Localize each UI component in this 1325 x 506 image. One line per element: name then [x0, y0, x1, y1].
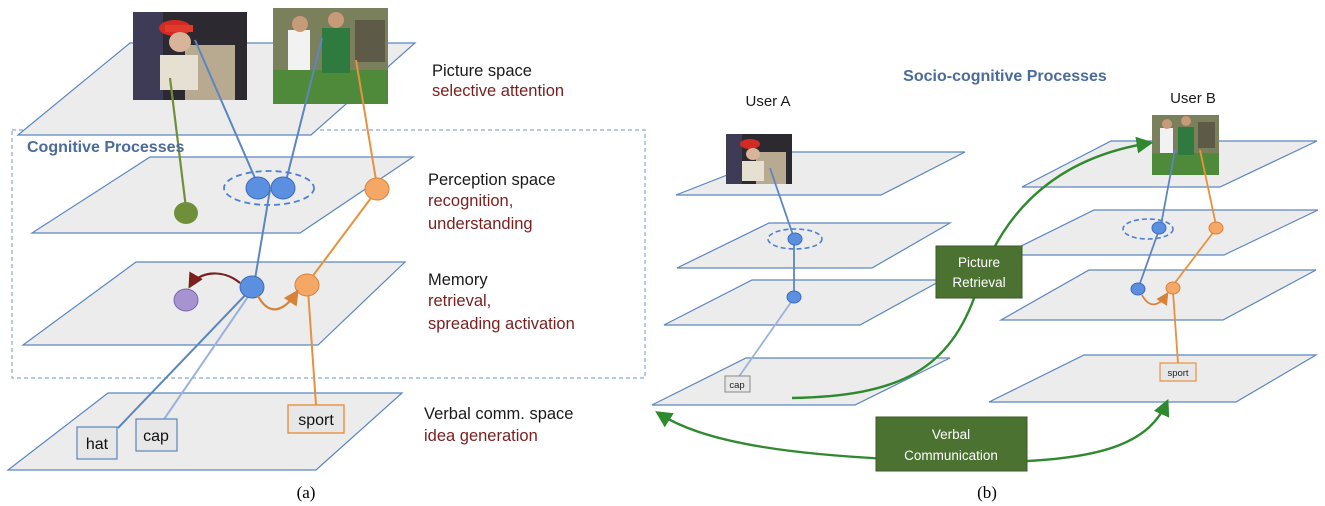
user-b-memory-blue-node [1130, 282, 1146, 296]
photo-girls-sport-icon [273, 8, 388, 104]
user-b-link-2 [1199, 149, 1217, 226]
blue-link-2 [284, 37, 323, 186]
cap-word-box [135, 418, 178, 452]
memory-label: Memory [428, 271, 488, 289]
perception-space-plane [29, 156, 415, 234]
panel-a: hat cap sport Cognitive Processes Pictur… [6, 8, 646, 502]
orange-link-sport [307, 289, 317, 406]
hat-word: hat [86, 436, 109, 453]
perception-group-ellipse [223, 170, 315, 206]
photo-boy-red-cap-icon [133, 12, 247, 100]
sport-word: sport [298, 412, 334, 429]
user-a-memory-plane [663, 279, 943, 326]
user-b-memory-plane [998, 269, 1317, 321]
blue-node-1 [245, 176, 271, 200]
picture-retrieval-line1: Picture [958, 255, 1000, 270]
user-a-perception-ellipse [767, 228, 823, 250]
user-b-perception-node [1151, 221, 1167, 235]
cognitive-processes-box [11, 129, 646, 379]
caption-a: (a) [297, 483, 316, 502]
hat-word-box [76, 426, 118, 460]
user-b-label: User B [1170, 90, 1216, 107]
user-b-memory-orange-node [1165, 281, 1181, 295]
orange-node-memory [294, 273, 320, 297]
verbal-space-label: Verbal comm. space [424, 405, 573, 423]
retrieval-label: retrieval, [428, 292, 491, 310]
user-b-photo-icon [1152, 115, 1219, 175]
sport-word-box [287, 404, 345, 434]
user-a-word-box [724, 375, 751, 393]
selective-attention-label: selective attention [432, 82, 564, 100]
spreading-activation-label: spreading activation [428, 315, 575, 333]
caption-b: (b) [977, 483, 997, 502]
socio-cognitive-title: Socio-cognitive Processes [903, 68, 1107, 85]
user-b-spreading-arrow [1141, 291, 1169, 306]
spreading-activation-arrow [257, 289, 299, 311]
user-a-label: User A [745, 93, 790, 110]
verbal-communication-line2: Communication [904, 448, 998, 463]
panel-b: cap sport Picture Retrieval Verbal Commu… [651, 68, 1319, 502]
idea-generation-label: idea generation [424, 427, 538, 445]
picture-retrieval-box [935, 245, 1023, 299]
cap-word: cap [143, 428, 169, 445]
user-b-perception-orange-node [1208, 221, 1224, 235]
user-a-memory-node [786, 290, 802, 304]
verbal-communication-box [875, 416, 1028, 472]
blue-link-hat [117, 287, 253, 429]
user-a-photo-icon [726, 134, 792, 184]
blue-link-1 [194, 39, 259, 186]
recognition-label: recognition, [428, 192, 513, 210]
verbal-communication-line1: Verbal [932, 427, 970, 442]
orange-node-perception [364, 177, 390, 201]
perception-space-label: Perception space [428, 171, 556, 189]
understanding-label: understanding [428, 215, 533, 233]
user-b-verbal-plane [988, 354, 1319, 403]
picture-space-label: Picture space [432, 62, 532, 80]
green-node [174, 202, 198, 224]
user-b-link-4 [1173, 229, 1216, 285]
purple-node [173, 288, 199, 312]
picture-retrieval-line2: Retrieval [952, 275, 1005, 290]
retrieval-arrow [188, 271, 241, 289]
user-a-link-1 [769, 167, 795, 239]
orange-link-1 [355, 59, 378, 187]
blue-node-memory [239, 275, 265, 299]
blue-link-cap [157, 287, 255, 429]
user-a-link-3 [737, 297, 795, 379]
user-a-perception-node [787, 232, 803, 246]
user-a-picture-plane [675, 151, 966, 196]
user-b-word: sport [1167, 368, 1188, 379]
user-b-link-1 [1160, 149, 1176, 226]
user-b-link-5 [1172, 291, 1179, 364]
green-link [168, 77, 188, 209]
user-b-perception-ellipse [1122, 218, 1174, 240]
blue-node-2 [270, 176, 296, 200]
user-b-word-box [1159, 362, 1197, 382]
user-b-link-3 [1138, 229, 1160, 287]
cognitive-processes-title: Cognitive Processes [27, 139, 185, 156]
orange-link-2 [305, 189, 378, 286]
user-a-word: cap [729, 380, 744, 391]
